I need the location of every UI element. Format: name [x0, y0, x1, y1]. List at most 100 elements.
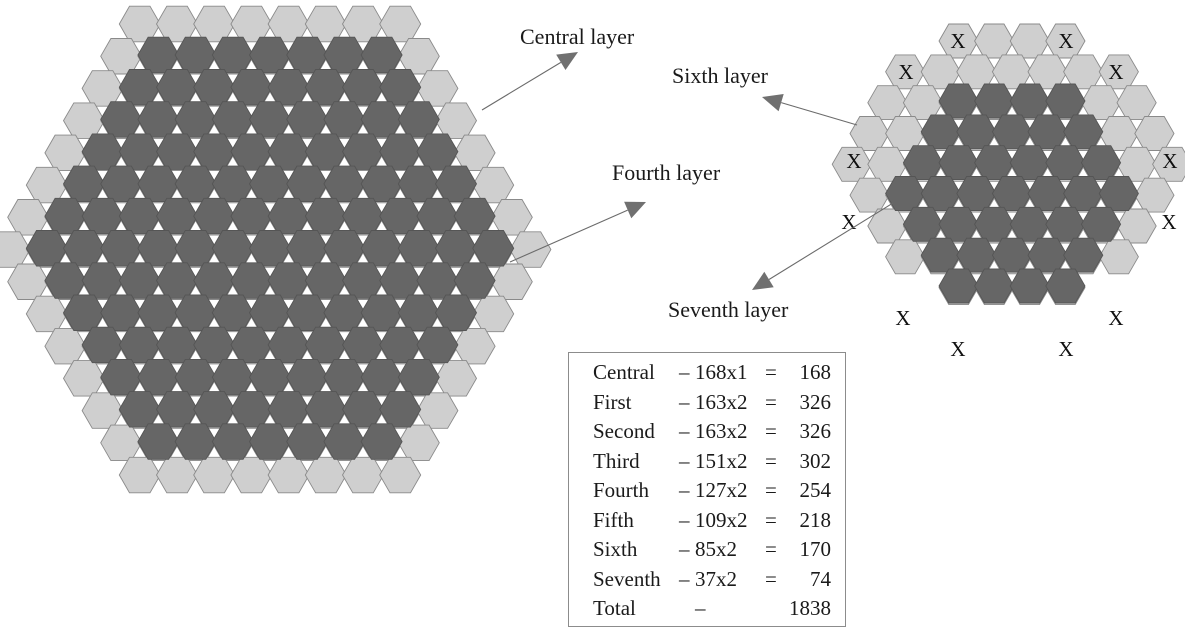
- fuel-hex-outer: [472, 166, 515, 204]
- fuel-hex-outer: [416, 70, 459, 107]
- layer-total: 326: [799, 389, 832, 414]
- separator-dash: –: [695, 596, 706, 620]
- removed-rod-x-mark: X: [1058, 29, 1073, 53]
- arrow-head: [752, 271, 774, 290]
- layer-total: 326: [799, 419, 832, 443]
- equals-sign: =: [765, 478, 777, 502]
- fuel-hex-outer: [304, 5, 347, 43]
- separator-dash: –: [679, 566, 690, 591]
- fuel-hex-inner: [1045, 268, 1086, 304]
- arrow-head: [762, 94, 784, 112]
- fuel-hex-outer: [100, 424, 143, 462]
- rod-multiplier: 109x2: [695, 507, 748, 532]
- layer-name: Seventh: [593, 566, 661, 591]
- fuel-hex-outer: [490, 199, 533, 236]
- fuel-hex-outer: [230, 456, 273, 494]
- arrow-sixth-layer: [762, 94, 858, 126]
- removed-rod-x-mark: X: [1108, 306, 1123, 330]
- fuel-hex-outer: [267, 5, 310, 43]
- arrow-shaft: [781, 102, 858, 126]
- fuel-hex-outer: [155, 456, 199, 494]
- fuel-hex-outer: [118, 5, 161, 43]
- layer-name: Sixth: [593, 537, 638, 561]
- layer-name: Fourth: [593, 478, 650, 502]
- fuel-hex-outer: [885, 239, 926, 275]
- layer-total: 170: [799, 537, 832, 561]
- separator-dash: –: [679, 448, 690, 473]
- fuel-hex-inner: [1009, 268, 1050, 304]
- fuel-hex-inner: [397, 358, 440, 396]
- fuel-hex-outer: [490, 263, 533, 300]
- layer-count-row: Third–151x2=302: [569, 449, 845, 475]
- layer-name: Central: [593, 360, 655, 384]
- fuel-hex-outer: [416, 392, 459, 429]
- fuel-hex-outer: [0, 231, 31, 268]
- layer-count-row: Seventh–37x2=74: [569, 567, 845, 593]
- fuel-hex-outer: [397, 38, 440, 75]
- rod-multiplier: 163x2: [695, 419, 748, 443]
- fuel-hex-outer: [1134, 116, 1175, 151]
- fuel-hex-outer: [434, 102, 478, 139]
- equals-sign: =: [765, 566, 777, 591]
- label-central-layer: Central layer: [520, 24, 635, 49]
- callout-arrows: [481, 52, 894, 290]
- layer-name: Second: [593, 419, 655, 443]
- fuel-hex-outer: [974, 23, 1015, 59]
- fuel-hex-inner: [379, 391, 422, 428]
- fuel-hex-outer: [7, 263, 50, 300]
- equals-sign: =: [765, 419, 777, 443]
- fuel-hex-outer: [341, 456, 385, 494]
- removed-rod-x-mark: X: [898, 60, 913, 84]
- layer-name: Fifth: [593, 507, 634, 532]
- fuel-hex-inner: [453, 262, 496, 299]
- fuel-hex-outer: [100, 38, 143, 75]
- removed-rod-x-mark: X: [895, 306, 910, 330]
- fuel-hex-outer: [849, 116, 890, 151]
- fuel-hex-outer: [397, 424, 440, 462]
- fuel-hex-outer: [267, 456, 310, 494]
- fuel-hex-outer: [118, 456, 161, 494]
- layer-name: Total: [593, 596, 636, 620]
- fuel-hex-outer: [453, 327, 496, 365]
- fuel-hex-inner: [137, 423, 180, 460]
- arrow-head: [624, 201, 646, 219]
- arrow-central-layer: [481, 52, 578, 111]
- fuel-hex-inner: [938, 268, 979, 304]
- fuel-hex-inner: [1098, 176, 1139, 211]
- rod-multiplier: 127x2: [695, 478, 748, 502]
- layer-count-row: Central–168x1=168: [569, 360, 845, 386]
- fuel-hex-outer: [230, 5, 273, 43]
- fuel-hex-outer: [341, 5, 385, 43]
- fuel-hex-inner: [323, 423, 366, 460]
- fuel-hex-outer: [7, 199, 50, 236]
- equals-sign: =: [765, 360, 777, 384]
- fuel-hex-outer: [193, 5, 236, 43]
- fuel-hex-outer: [867, 85, 908, 121]
- layer-total: 254: [799, 478, 832, 502]
- equals-sign: =: [765, 537, 777, 561]
- fuel-hex-outer: [25, 166, 68, 204]
- label-sixth-layer: Sixth layer: [672, 63, 769, 88]
- fuel-hex-outer: [509, 231, 552, 268]
- fuel-hex-outer: [81, 392, 124, 429]
- arrow-shaft: [481, 61, 562, 111]
- rod-multiplier: 37x2: [695, 566, 737, 591]
- layer-total: 302: [799, 448, 832, 473]
- fuel-hex-outer: [155, 5, 199, 43]
- fuel-hex-outer: [379, 456, 422, 494]
- fuel-hex-inner: [1080, 206, 1122, 242]
- fuel-hex-inner: [174, 423, 217, 460]
- layer-name: Third: [593, 448, 640, 473]
- layer-total: 1838: [789, 596, 831, 620]
- fuel-hex-inner: [360, 423, 403, 460]
- fuel-hex-outer: [1009, 23, 1050, 59]
- fuel-hex-inner: [1063, 237, 1104, 273]
- fuel-hex-outer: [434, 360, 478, 397]
- equals-sign: =: [765, 389, 777, 414]
- fuel-hex-outer: [62, 102, 106, 139]
- layer-name: First: [593, 389, 632, 414]
- fuel-hex-outer: [1116, 208, 1157, 244]
- fuel-hex-outer: [62, 360, 106, 397]
- removed-rod-x-mark: X: [846, 149, 861, 173]
